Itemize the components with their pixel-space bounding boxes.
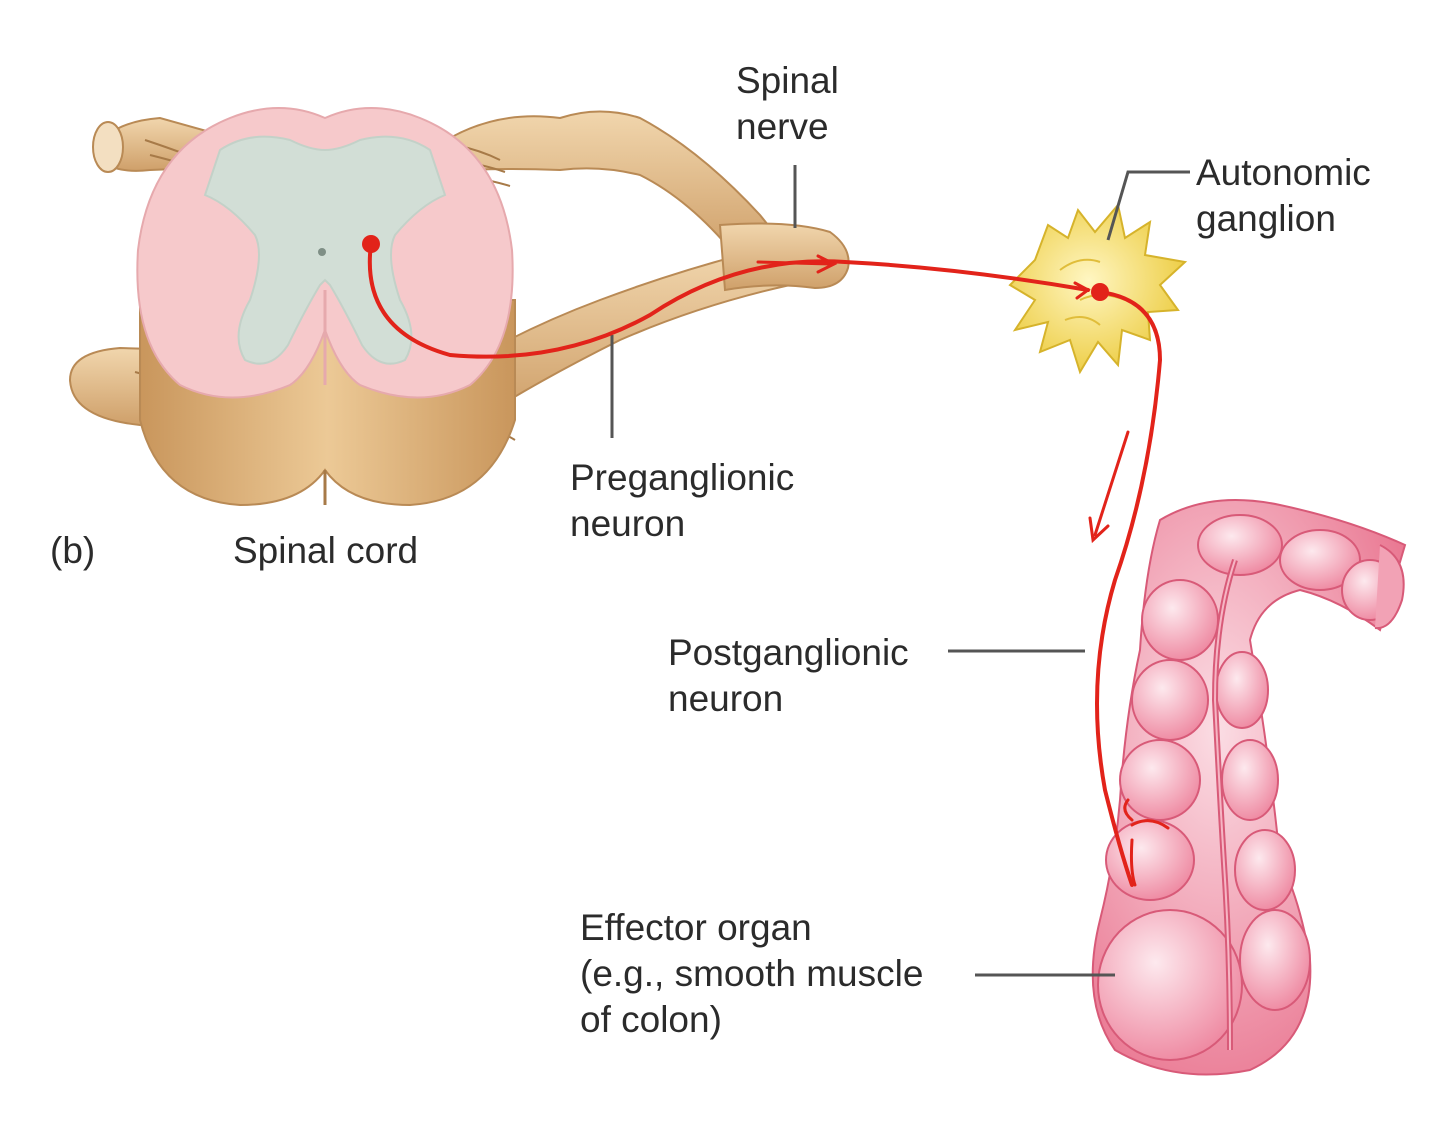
label-effector-organ-line2: (e.g., smooth muscle	[580, 953, 924, 994]
neuron-pathway	[367, 242, 1170, 887]
leader-lines	[610, 165, 1190, 977]
leader-autonomic-ganglion	[1106, 170, 1190, 241]
postganglionic-axon	[1095, 290, 1163, 887]
label-postganglionic-neuron: Postganglionic neuron	[668, 630, 909, 722]
label-autonomic-ganglion-line2: ganglion	[1196, 198, 1336, 239]
label-postganglionic-neuron-line2: neuron	[668, 678, 784, 719]
label-spinal-cord: Spinal cord	[233, 530, 419, 571]
label-postganglionic-neuron-line1: Postganglionic	[668, 632, 909, 673]
preganglionic-cell-body	[362, 235, 380, 253]
label-preganglionic-neuron-line2: neuron	[570, 503, 686, 544]
label-spinal-nerve-line2: nerve	[736, 106, 829, 147]
colon-illustration	[1091, 499, 1407, 1076]
label-spinal-nerve-line1: Spinal	[736, 60, 839, 101]
spinal-cord-illustration	[136, 107, 516, 507]
label-autonomic-ganglion-line1: Autonomic	[1196, 152, 1371, 193]
label-spinal-nerve: Spinal nerve	[736, 58, 839, 150]
panel-label: (b)	[50, 530, 96, 571]
postganglionic-cell-body	[1091, 283, 1109, 301]
label-effector-organ-line3: of colon)	[580, 999, 722, 1040]
label-effector-organ-line1: Effector organ	[580, 907, 812, 948]
label-preganglionic-neuron: Preganglionic neuron	[570, 455, 794, 547]
label-preganglionic-neuron-line1: Preganglionic	[570, 457, 795, 498]
label-effector-organ: Effector organ (e.g., smooth muscle of c…	[580, 905, 923, 1043]
arrow-postganglionic	[1093, 430, 1130, 537]
label-autonomic-ganglion: Autonomic ganglion	[1196, 150, 1371, 242]
preganglionic-axon	[367, 242, 1090, 359]
arrow-preganglionic	[756, 260, 832, 266]
